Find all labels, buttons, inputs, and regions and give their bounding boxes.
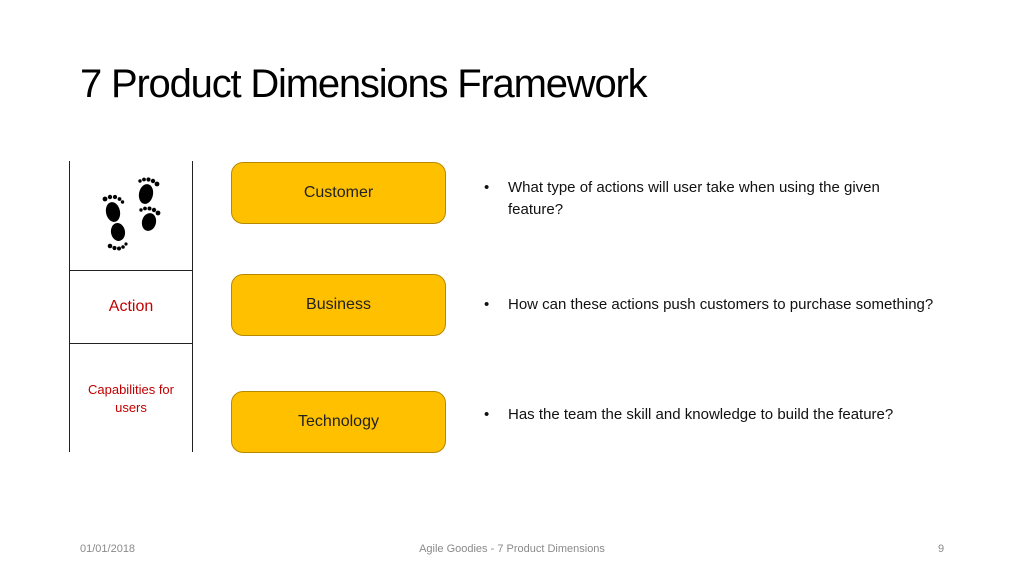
bullet-technology: • Has the team the skill and knowledge t… — [484, 404, 1024, 426]
action-label: Action — [70, 271, 192, 344]
footprints-icon — [102, 176, 161, 250]
customer-box: Customer — [231, 162, 446, 224]
dimension-panel: Action Capabilities for users — [69, 161, 193, 452]
bullet-customer: • What type of actions will user take wh… — [484, 177, 904, 221]
bullet-business: • How can these actions push customers t… — [484, 294, 1024, 316]
slide-title: 7 Product Dimensions Framework — [80, 62, 648, 106]
bullet-text: Has the team the skill and knowledge to … — [508, 406, 894, 423]
footer-title: Agile Goodies - 7 Product Dimensions — [419, 543, 605, 555]
bullet-marker: • — [484, 296, 490, 313]
bullet-text: What type of actions will user take when… — [508, 179, 880, 218]
panel-icon-cell — [70, 161, 192, 271]
business-box: Business — [231, 274, 446, 336]
capabilities-label: Capabilities for users — [88, 382, 174, 415]
page-number: 9 — [938, 543, 945, 555]
bullet-marker: • — [484, 179, 490, 196]
bullet-marker: • — [484, 406, 490, 423]
footer-date: 01/01/2018 — [80, 543, 136, 555]
bullet-text: How can these actions push customers to … — [508, 296, 934, 313]
technology-box: Technology — [231, 391, 446, 453]
